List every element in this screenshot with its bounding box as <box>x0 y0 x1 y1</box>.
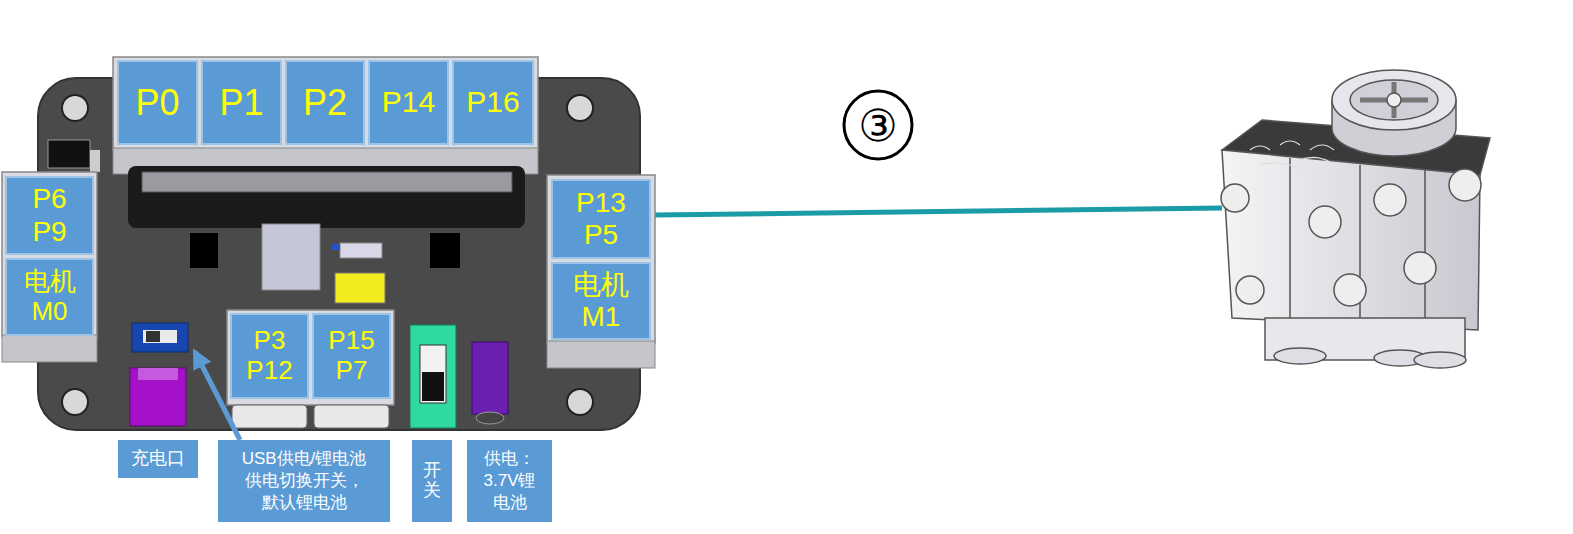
edge-connector-slot <box>128 166 525 228</box>
motor-illustration <box>1221 70 1490 368</box>
note-text: USB供电/锂电池 供电切换开关， 默认锂电池 <box>239 448 369 514</box>
note-text: 充电口 <box>131 447 185 470</box>
port-label-box: P13 P5 <box>551 179 651 259</box>
battery-connector <box>472 342 508 424</box>
note-text: 开关 <box>423 461 441 501</box>
on-off-switch <box>410 325 456 428</box>
top-connector-frame <box>113 57 538 174</box>
charge-port <box>130 368 186 426</box>
port-label-box: P2 <box>285 60 365 145</box>
pin-name: P14 <box>382 85 435 120</box>
port-label-box: P16 <box>452 60 534 145</box>
pin-name: P16 <box>466 85 519 120</box>
port-label-box: P15 P7 <box>312 313 391 399</box>
pin-name: 电机 M0 <box>20 267 80 327</box>
note-box: 充电口 <box>118 440 198 478</box>
note-text: 供电： 3.7V锂 电池 <box>481 448 539 514</box>
pin-name: P0 <box>135 82 179 123</box>
port-label-box: P14 <box>368 60 449 145</box>
port-label-box: 电机 M0 <box>5 258 94 336</box>
small-chip <box>340 243 382 258</box>
left-connector-frame <box>2 172 97 362</box>
right-connector-frame <box>547 175 655 368</box>
yellow-component <box>335 273 385 303</box>
port-label-box: P6 P9 <box>5 176 94 255</box>
callout-number: ③ <box>858 100 897 151</box>
port-label-box: P1 <box>201 60 282 145</box>
pin-name: P13 P5 <box>570 187 632 251</box>
pin-name: P15 P7 <box>323 326 381 386</box>
top-left-pin <box>90 150 100 172</box>
port-label-box: P0 <box>117 60 198 145</box>
pin-name: P6 P9 <box>20 183 80 247</box>
grey-block <box>262 224 320 290</box>
callout-circle <box>844 91 912 159</box>
power-select-switch <box>132 323 188 352</box>
pin-name: P3 P12 <box>241 326 299 386</box>
top-left-component <box>48 140 90 168</box>
port-label-box: 电机 M1 <box>551 262 651 340</box>
pin-name: P2 <box>303 82 347 123</box>
bottom-connector-frame <box>227 310 394 428</box>
port-label-box: P3 P12 <box>230 313 309 399</box>
pin-name: 电机 M1 <box>570 269 632 333</box>
motor-wire <box>655 208 1222 215</box>
chip <box>190 233 218 268</box>
note-box: USB供电/锂电池 供电切换开关， 默认锂电池 <box>218 440 390 522</box>
pin-name: P1 <box>219 82 263 123</box>
note-box: 开关 <box>412 440 452 522</box>
chip <box>430 233 460 268</box>
note-box: 供电： 3.7V锂 电池 <box>467 440 552 522</box>
small-led <box>332 244 340 250</box>
